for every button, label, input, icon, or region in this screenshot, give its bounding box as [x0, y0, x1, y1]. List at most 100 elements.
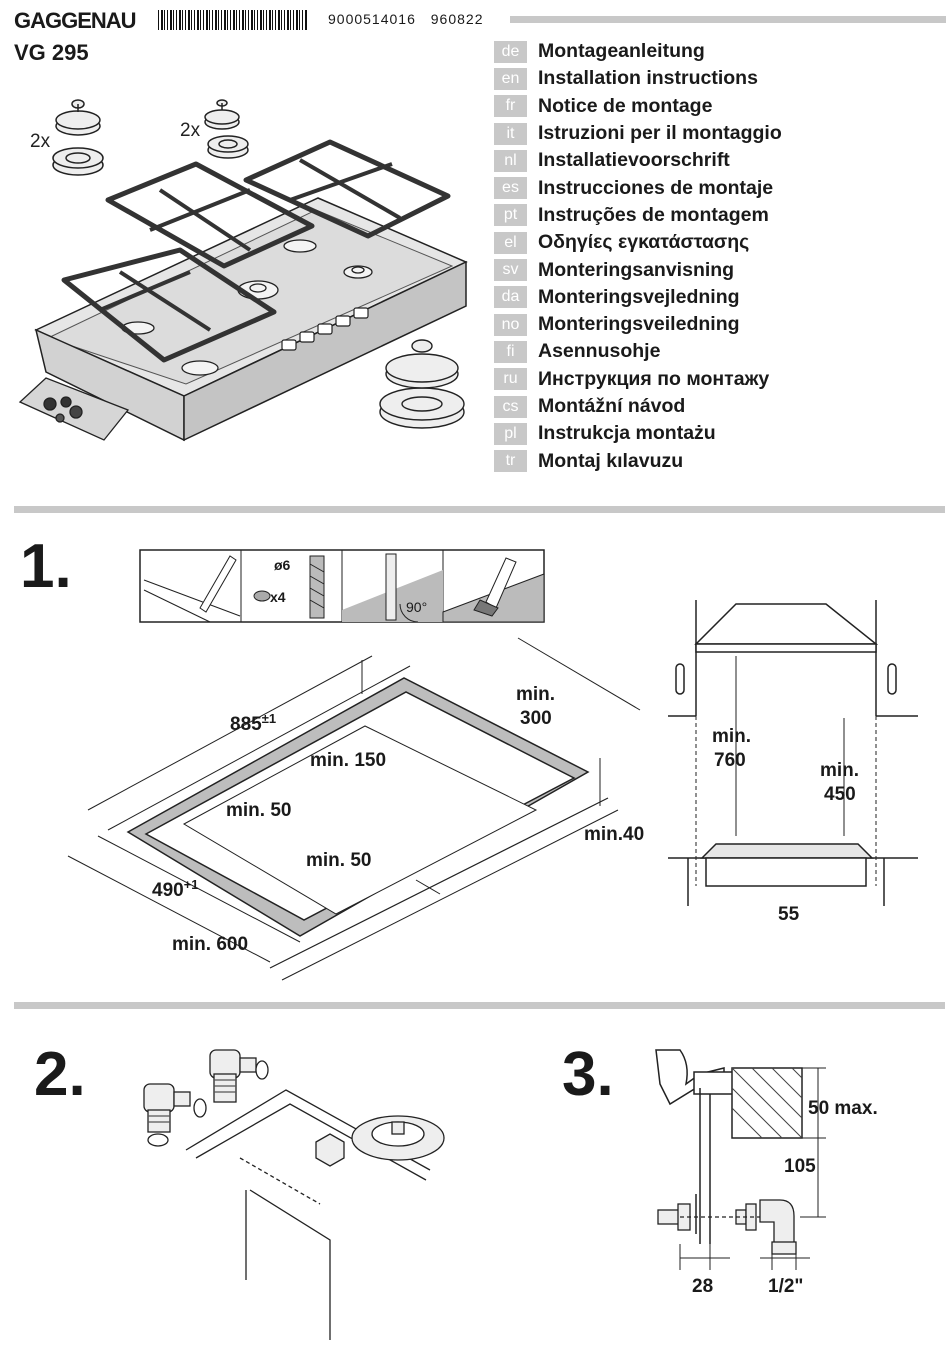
- tool-strip: ø6 x4 90°: [139, 549, 545, 623]
- language-row: de Montageanleitung: [494, 38, 824, 65]
- worktop: [126, 677, 619, 981]
- language-code: pt: [494, 204, 527, 227]
- drawer-clearance-diagram: 50 max. 105 28 1/2": [655, 1049, 878, 1297]
- code-number: 9000514016: [328, 11, 416, 27]
- side-hob: [668, 843, 918, 906]
- drill-icon: ø6 x4: [253, 555, 325, 619]
- burner-base: [351, 1115, 445, 1161]
- wok-burner: [379, 339, 465, 429]
- language-row: fr Notice de montage: [494, 93, 824, 120]
- language-code: es: [494, 177, 527, 200]
- pencil-icon: [143, 555, 241, 623]
- language-code: da: [494, 286, 527, 309]
- language-title: Montážní návod: [538, 395, 686, 417]
- dim-side-wall-line2: 300: [520, 708, 552, 729]
- dim-front-distance: min. 50: [226, 800, 291, 821]
- document-codes: 9000514016 960822: [328, 11, 483, 27]
- dim-side-distance: min. 50: [306, 850, 371, 871]
- dim-cabinet-line1: min.: [820, 760, 859, 781]
- language-code: fi: [494, 340, 527, 363]
- language-code: pl: [494, 422, 527, 445]
- header-rule: [510, 16, 946, 23]
- elbow-fittings: [143, 1049, 269, 1147]
- pan-supports: [61, 139, 451, 363]
- dim-thread: 1/2": [768, 1276, 803, 1297]
- language-row: cs Montážní návod: [494, 393, 824, 420]
- dim-depth: 490+1: [152, 877, 199, 901]
- model-number: VG 295: [14, 40, 89, 65]
- dim-counter-depth: min. 600: [172, 934, 248, 955]
- language-row: nl Installatievoorschrift: [494, 147, 824, 174]
- dim-cabinet-line2: 450: [824, 784, 856, 805]
- language-row: en Installation instructions: [494, 65, 824, 92]
- dim-hood-line1: min.: [712, 726, 751, 747]
- section-divider: [14, 1002, 945, 1009]
- step-number: 2.: [34, 1040, 86, 1109]
- step3-dimension-lines: [679, 1067, 826, 1270]
- hob-overview-illustration: 2x 2x: [18, 99, 468, 442]
- language-list: de Montageanleitung en Installation instru…: [494, 38, 824, 475]
- language-code: nl: [494, 149, 527, 172]
- language-title: Montaj kılavuzu: [538, 449, 684, 472]
- language-title: Инструкция по монтажу: [538, 367, 770, 390]
- language-title: Instruções de montagem: [538, 203, 769, 226]
- language-title: Instrucciones de montaje: [538, 176, 774, 199]
- section-divider: [14, 506, 945, 513]
- language-row: pl Instrukcja montażu: [494, 420, 824, 447]
- sealant-brush-icon: [442, 557, 545, 623]
- language-code: en: [494, 67, 527, 90]
- step-number: 1.: [20, 532, 72, 601]
- dim-side-wall-line1: min.: [516, 684, 555, 705]
- gas-nozzle-nut: [315, 1133, 345, 1167]
- language-code: tr: [494, 450, 527, 473]
- extractor-hood: [668, 600, 918, 717]
- barcode: [158, 10, 308, 30]
- code-date: 960822: [430, 11, 484, 27]
- language-title: Notice de montage: [538, 94, 713, 117]
- dim-width: 885±1: [230, 711, 276, 735]
- language-title: Montageanleitung: [538, 40, 705, 63]
- language-code: cs: [494, 395, 527, 418]
- language-code: de: [494, 40, 527, 63]
- language-row: tr Montaj kılavuzu: [494, 447, 824, 474]
- accessory-bag: [18, 377, 130, 441]
- language-row: da Monteringsvejledning: [494, 284, 824, 311]
- jigsaw-icon: 90°: [342, 553, 443, 623]
- language-row: es Instrucciones de montaje: [494, 174, 824, 201]
- brand-logo: GAGGENAU: [14, 8, 137, 33]
- drill-diameter: ø6: [274, 557, 291, 573]
- language-code: sv: [494, 259, 527, 282]
- cutout-diagram: 885±1 min. 150 min. 300 min. 50 min. 50 …: [67, 637, 644, 981]
- language-title: Οδηγίες εγκατάστασης: [538, 231, 750, 254]
- language-row: it Istruzioni per il montaggio: [494, 120, 824, 147]
- language-title: Istruzioni per il montaggio: [538, 122, 782, 145]
- language-code: el: [494, 231, 527, 254]
- dim-hob-depth: 55: [778, 904, 800, 925]
- dim-connection-height: 105: [784, 1156, 816, 1177]
- dim-rear-wall: min. 150: [310, 750, 386, 771]
- burner-kit-small: [204, 99, 249, 159]
- side-connector: [657, 1199, 797, 1255]
- dim-thickness: min.40: [584, 824, 644, 845]
- drill-quantity: x4: [270, 589, 286, 605]
- dim-offset: 28: [692, 1276, 713, 1297]
- language-row: fi Asennusohje: [494, 338, 824, 365]
- language-title: Instrukcja montażu: [538, 422, 716, 445]
- language-code: no: [494, 313, 527, 336]
- dim-max-height: 50 max.: [808, 1098, 878, 1119]
- side-view-diagram: min. 760 min. 450 55: [668, 600, 918, 925]
- pan-support-fingers: [99, 158, 402, 332]
- kit-label-small: 2x: [180, 120, 201, 141]
- language-code: fr: [494, 95, 527, 118]
- language-title: Monteringsvejledning: [538, 285, 740, 308]
- language-title: Installatievoorschrift: [538, 149, 730, 172]
- saw-angle: 90°: [406, 599, 427, 615]
- language-row: pt Instruções de montagem: [494, 202, 824, 229]
- dimension-lines: [67, 637, 641, 963]
- language-code: it: [494, 122, 527, 145]
- worktop-section: [655, 1049, 803, 1244]
- language-title: Installation instructions: [538, 67, 758, 90]
- step-number: 3.: [562, 1040, 614, 1109]
- language-title: Asennusohje: [538, 340, 661, 363]
